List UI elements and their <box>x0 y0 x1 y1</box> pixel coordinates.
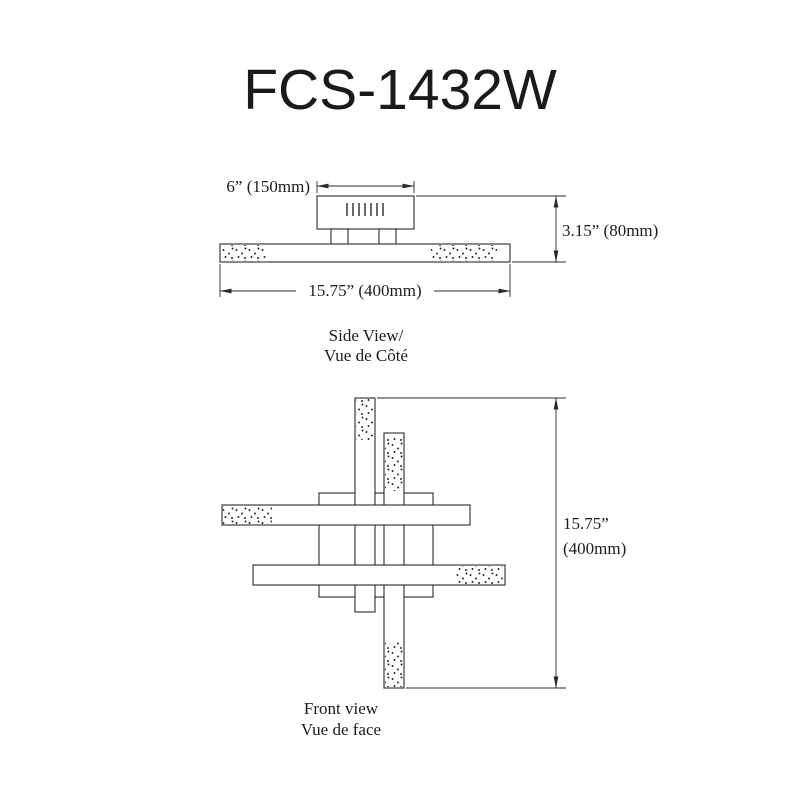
led-panel <box>385 438 403 491</box>
dim-fixture-width: 15.75” (400mm) <box>219 264 511 300</box>
led-panel <box>221 245 267 261</box>
dimension-label: (400mm) <box>563 539 626 558</box>
front-view: 15.75” (400mm) Front view Vue de face <box>221 397 626 739</box>
canopy-vents-icon <box>346 203 384 216</box>
led-panel <box>455 566 504 584</box>
dimension-label: 15.75” <box>563 514 609 533</box>
mounting-block-right <box>378 228 397 245</box>
front-bar-vertical-2 <box>383 432 405 689</box>
led-panel <box>385 641 403 687</box>
dim-fixture-height: 3.15” (80mm) <box>416 195 658 263</box>
front-view-label-fr: Vue de face <box>301 720 381 739</box>
side-view-label-fr: Vue de Côté <box>324 346 408 365</box>
led-panel <box>223 506 272 524</box>
side-view: 6” (150mm) 3.15” (80mm) 15.75” (400mm) S… <box>219 177 658 365</box>
dimension-label: 6” (150mm) <box>226 177 310 196</box>
front-view-label-en: Front view <box>304 699 379 718</box>
page-title: FCS-1432W <box>243 58 557 122</box>
dimension-label: 15.75” (400mm) <box>308 281 421 300</box>
dim-front-height: 15.75” (400mm) <box>377 397 626 689</box>
led-panel <box>431 245 497 261</box>
mounting-block-left <box>330 228 349 245</box>
dim-canopy-width: 6” (150mm) <box>226 177 415 196</box>
led-panel <box>356 399 374 440</box>
side-view-label-en: Side View/ <box>329 326 404 345</box>
front-bar-horizontal-1 <box>221 504 471 526</box>
front-bar-horizontal-2 <box>252 564 506 586</box>
dimension-label: 3.15” (80mm) <box>562 221 658 240</box>
